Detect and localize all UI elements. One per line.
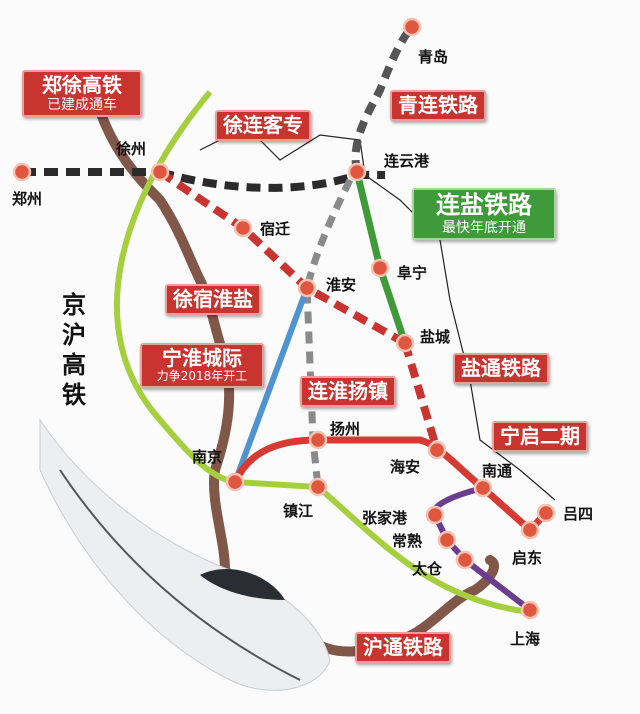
city-label-zhengzhou: 郑州 (12, 190, 43, 208)
station-marker-nantong (473, 478, 493, 498)
station-marker-qingdao (402, 17, 422, 37)
xulian-line (158, 168, 385, 192)
callout-title: 宁启二期 (500, 424, 580, 448)
xusuhuaiyan-line (157, 168, 407, 347)
callout-ningqi: 宁启二期 (492, 421, 588, 452)
city-label-changshu: 常熟 (392, 532, 423, 550)
callout-yantong: 盐通铁路 (453, 353, 549, 384)
city-label-huaian: 淮安 (326, 276, 357, 294)
station-marker-zhangjiagang (425, 505, 445, 525)
province-border (90, 90, 499, 657)
city-label-lvsi: 吕四 (563, 505, 594, 523)
callout-xusuhuaiyan: 徐宿淮盐 (165, 284, 261, 315)
callout-title: 徐连客专 (223, 113, 303, 137)
station-marker-taicang (455, 550, 475, 570)
station-markers (12, 17, 556, 620)
station-marker-nanjing (225, 472, 245, 492)
city-label-funing: 阜宁 (397, 264, 428, 282)
city-label-haian: 海安 (390, 458, 421, 476)
callout-qinglian: 青连铁路 (390, 90, 486, 121)
station-marker-huaian (297, 278, 317, 298)
city-label-lianyungang: 连云港 (384, 152, 430, 170)
jinghu-line (114, 90, 531, 615)
callout-title: 连盐铁路 (436, 191, 532, 219)
callout-xulian: 徐连客专 (215, 110, 311, 141)
city-label-zhenjiang: 镇江 (283, 502, 314, 520)
city-label-zhangjiagang: 张家港 (362, 509, 408, 527)
ningqi-line (231, 436, 549, 535)
station-marker-haian (427, 440, 447, 460)
city-label-yangzhou: 扬州 (330, 420, 361, 438)
station-marker-funing (370, 258, 390, 278)
city-label-yancheng: 盐城 (420, 328, 451, 346)
station-marker-lianyungang (347, 162, 367, 182)
callout-title: 连淮扬镇 (308, 379, 388, 403)
callout-title: 徐宿淮盐 (173, 287, 253, 311)
city-label-taicang: 太仓 (412, 560, 443, 578)
callout-lianyan: 连盐铁路 最快年底开通 (412, 188, 556, 240)
callout-zhengxu: 郑徐高铁 已建成通车 (22, 70, 142, 118)
station-marker-xuzhou (150, 162, 170, 182)
callout-lianhuaiyangzhen: 连淮扬镇 (300, 376, 396, 407)
callout-subtitle: 最快年底开通 (442, 219, 526, 236)
callout-title: 沪通铁路 (363, 635, 443, 659)
qinglian-line (351, 24, 416, 173)
city-label-xuzhou: 徐州 (116, 140, 147, 158)
callout-hutong: 沪通铁路 (355, 632, 451, 663)
city-label-nantong: 南通 (482, 462, 513, 480)
callout-title: 郑徐高铁 (42, 73, 122, 97)
city-label-nanjing: 南京 (192, 448, 223, 466)
callout-title: 宁淮城际 (162, 346, 242, 370)
city-label-shanghai: 上海 (510, 630, 541, 648)
train-illustration (39, 418, 331, 691)
yantong-line (401, 341, 441, 452)
city-label-suqian: 宿迁 (260, 220, 291, 238)
province-border-thin (199, 134, 556, 501)
station-marker-suqian (233, 218, 253, 238)
city-label-qingdao: 青岛 (418, 48, 449, 66)
station-marker-shanghai (520, 600, 540, 620)
jinghu-label: 京沪高铁 (62, 291, 86, 409)
callout-title: 盐通铁路 (461, 356, 541, 380)
callout-title: 青连铁路 (398, 93, 478, 117)
city-label-qidong: 启东 (512, 549, 543, 567)
callout-subtitle: 力争2018年开工 (156, 369, 248, 383)
station-marker-qidong (520, 520, 540, 540)
station-marker-lvsi (536, 503, 556, 523)
station-marker-yangzhou (308, 430, 328, 450)
ninghuai-line (232, 286, 310, 484)
station-marker-zhengzhou (12, 162, 32, 182)
station-marker-yancheng (395, 333, 415, 353)
callout-subtitle: 已建成通车 (47, 97, 117, 113)
station-marker-zhenjiang (308, 477, 328, 497)
station-marker-changshu (437, 530, 457, 550)
callout-ninghuai: 宁淮城际 力争2018年开工 (140, 343, 264, 388)
